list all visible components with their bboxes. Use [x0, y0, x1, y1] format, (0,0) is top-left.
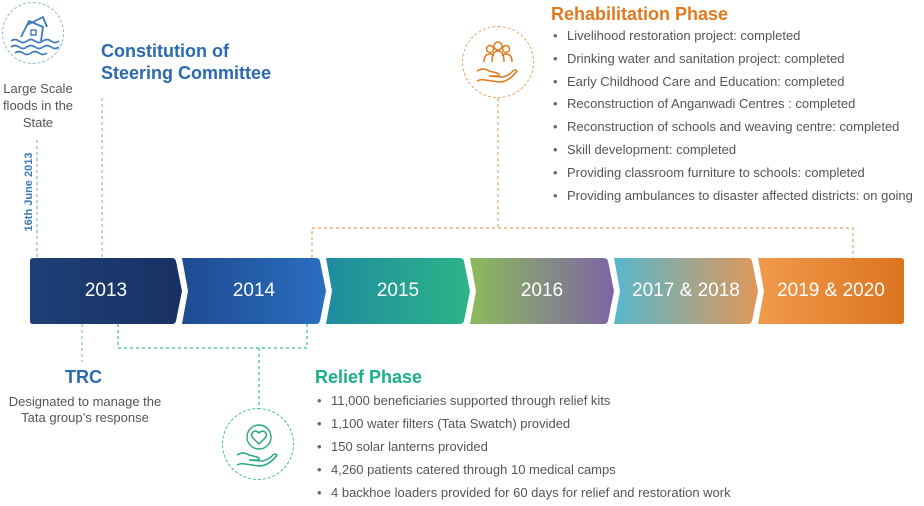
timeline-segment-2015: 2015 — [326, 258, 470, 324]
timeline-segment-2013: 2013 — [30, 258, 182, 324]
trc-desc-line2: Tata group’s response — [21, 410, 149, 425]
list-item: Reconstruction of schools and weaving ce… — [551, 116, 913, 139]
trc-description: Designated to manage the Tata group’s re… — [2, 394, 168, 426]
steering-title-line2: Steering Committee — [101, 63, 272, 83]
relief-list: 11,000 beneficiaries supported through r… — [315, 389, 731, 504]
flooded-house-icon — [10, 16, 60, 56]
timeline-segment-2016: 2016 — [470, 258, 614, 324]
list-item: 4 backhoe loaders provided for 60 days f… — [315, 481, 731, 504]
list-item: Drinking water and sanitation project: c… — [551, 48, 913, 71]
list-item: Skill development: completed — [551, 139, 913, 162]
list-item: 150 solar lanterns provided — [315, 435, 731, 458]
trc-title: TRC — [65, 367, 102, 387]
relief-circle — [222, 408, 294, 480]
flood-date: 16th June 2013 — [23, 152, 35, 232]
list-item: 11,000 beneficiaries supported through r… — [315, 389, 731, 412]
timeline-year: 2017 & 2018 — [632, 280, 740, 301]
steering-committee-heading: Constitution of Steering Committee — [101, 40, 271, 84]
list-item: 4,260 patients catered through 10 medica… — [315, 458, 731, 481]
list-item: 1,100 water filters (Tata Swatch) provid… — [315, 412, 731, 435]
heart-in-hand-icon — [236, 424, 278, 467]
timeline-year: 2016 — [520, 280, 564, 301]
timeline-year: 2014 — [232, 280, 276, 301]
timeline-segment-2014: 2014 — [182, 258, 326, 324]
timeline-year: 2013 — [84, 280, 128, 301]
timeline-year: 2015 — [376, 280, 420, 301]
flood-label: Large Scale floods in the State — [2, 81, 74, 130]
list-item: Early Childhood Care and Education: comp… — [551, 71, 913, 94]
list-item: Livelihood restoration project: complete… — [551, 25, 913, 48]
rehabilitation-circle — [462, 26, 534, 98]
list-item: Providing ambulances to disaster affecte… — [551, 185, 913, 208]
relief-title: Relief Phase — [315, 367, 423, 387]
people-in-hand-icon — [476, 41, 518, 83]
list-item: Providing classroom furniture to schools… — [551, 162, 913, 185]
rehabilitation-title: Rehabilitation Phase — [551, 4, 729, 24]
rehabilitation-list: Livelihood restoration project: complete… — [551, 25, 913, 207]
timeline-segment-2019-2020: 2019 & 2020 — [758, 258, 904, 324]
timeline-year: 2019 & 2020 — [777, 280, 885, 301]
steering-title-line1: Constitution of — [101, 41, 229, 61]
timeline-segment-2017-2018: 2017 & 2018 — [614, 258, 758, 324]
trc-desc-line1: Designated to manage the — [8, 394, 162, 409]
list-item: Reconstruction of Anganwadi Centres : co… — [551, 93, 913, 116]
flood-circle — [2, 2, 64, 64]
flood-date-wrapper: 16th June 2013 — [9, 150, 49, 234]
